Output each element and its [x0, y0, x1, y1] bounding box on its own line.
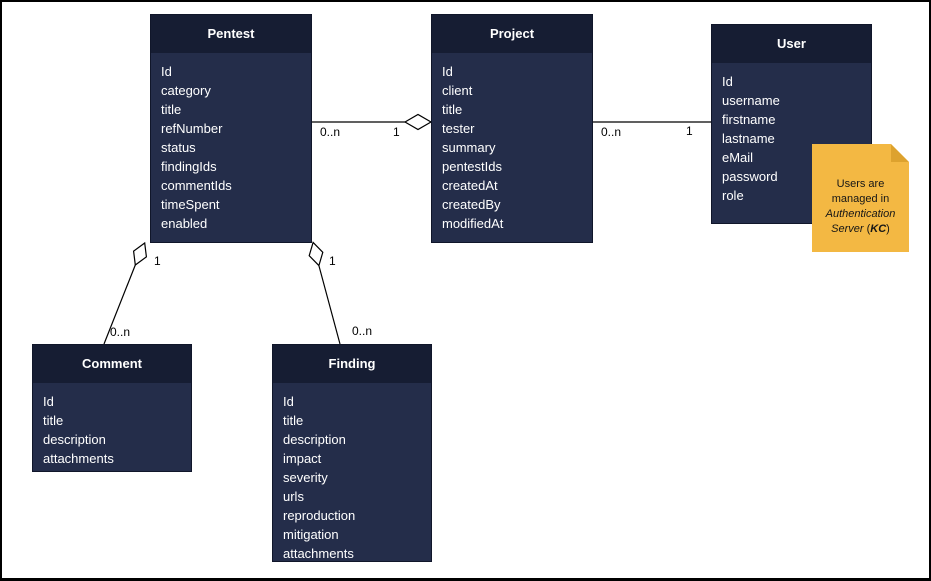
entity-field: title — [161, 102, 182, 117]
entity-user-title: User — [712, 25, 871, 63]
entity-field: attachments — [43, 451, 114, 466]
entity-project-fields: Id client title tester summary pentestIds crea… — [432, 53, 592, 233]
entity-field: attachments — [283, 546, 354, 561]
entity-field: mitigation — [283, 527, 339, 542]
entity-field: Id — [442, 64, 453, 79]
entity-field: modifiedAt — [442, 216, 504, 231]
entity-field: timeSpent — [161, 197, 220, 212]
entity-field: role — [722, 188, 744, 203]
mult-project-user-target: 1 — [686, 124, 693, 138]
entity-field: createdAt — [442, 178, 498, 193]
entity-user-fields: Id username firstname lastname eMail password… — [712, 63, 871, 205]
entity-field: findingIds — [161, 159, 217, 174]
entity-field: urls — [283, 489, 304, 504]
note-line: Users are — [836, 178, 885, 190]
entity-field: firstname — [722, 112, 776, 127]
entity-project-title: Project — [432, 15, 592, 53]
mult-pentest-finding-target: 0..n — [352, 324, 373, 338]
entity-field: severity — [283, 470, 328, 485]
note-line: Authentication — [825, 208, 896, 220]
entity-field: eMail — [722, 150, 754, 165]
entity-pentest-fields: Id category title refNumber status findingIds… — [151, 53, 311, 233]
entity-field: password — [722, 169, 778, 184]
entity-field: tester — [442, 121, 475, 136]
entity-finding: Finding Id title description impact severity… — [272, 344, 432, 562]
entity-field: commentIds — [161, 178, 232, 193]
note-line: Server (KC) — [831, 223, 890, 235]
entity-field: client — [442, 83, 473, 98]
edge-pentest-finding — [318, 265, 341, 345]
entity-project: Project Id client title tester summary pentes… — [431, 14, 593, 243]
entity-field: impact — [283, 451, 322, 466]
entity-pentest: Pentest Id category title refNumber status fi… — [150, 14, 312, 243]
entity-pentest-title: Pentest — [151, 15, 311, 53]
entity-field: lastname — [722, 131, 775, 146]
aggregation-diamond-project — [403, 113, 433, 131]
entity-field: enabled — [161, 216, 208, 231]
mult-pentest-comment-source: 1 — [154, 254, 161, 268]
note-line: managed in — [831, 193, 890, 205]
aggregation-diamond-pentest-finding — [308, 241, 324, 267]
entity-comment-fields: Id title description attachments — [33, 383, 191, 468]
entity-finding-fields: Id title description impact severity urls repr… — [273, 383, 431, 563]
aggregation-diamond-pentest-comment — [132, 241, 148, 267]
entity-field: category — [161, 83, 211, 98]
entity-finding-title: Finding — [273, 345, 431, 383]
entity-comment: Comment Id title description attachments — [32, 344, 192, 472]
edge-pentest-comment — [103, 264, 136, 345]
mult-project-user-source: 0..n — [601, 125, 622, 139]
entity-field: Id — [283, 394, 294, 409]
mult-pentest-finding-source: 1 — [329, 254, 336, 268]
mult-pentest-comment-target: 0..n — [110, 325, 131, 339]
entity-field: status — [161, 140, 196, 155]
entity-field: createdBy — [442, 197, 501, 212]
mult-pentest-project-target: 1 — [393, 125, 400, 139]
entity-field: summary — [442, 140, 496, 155]
entity-field: username — [722, 93, 780, 108]
entity-field: description — [283, 432, 346, 447]
entity-field: description — [43, 432, 106, 447]
entity-field: refNumber — [161, 121, 223, 136]
entity-field: Id — [161, 64, 172, 79]
entity-field: Id — [722, 74, 733, 89]
entity-field: title — [43, 413, 64, 428]
entity-field: reproduction — [283, 508, 356, 523]
entity-comment-title: Comment — [33, 345, 191, 383]
entity-field: title — [283, 413, 304, 428]
mult-pentest-project-source: 0..n — [320, 125, 341, 139]
entity-field: pentestIds — [442, 159, 502, 174]
entity-field: Id — [43, 394, 54, 409]
entity-field: title — [442, 102, 463, 117]
sticky-note-users-managed: Users are managed in Authentication Serv… — [812, 144, 909, 252]
